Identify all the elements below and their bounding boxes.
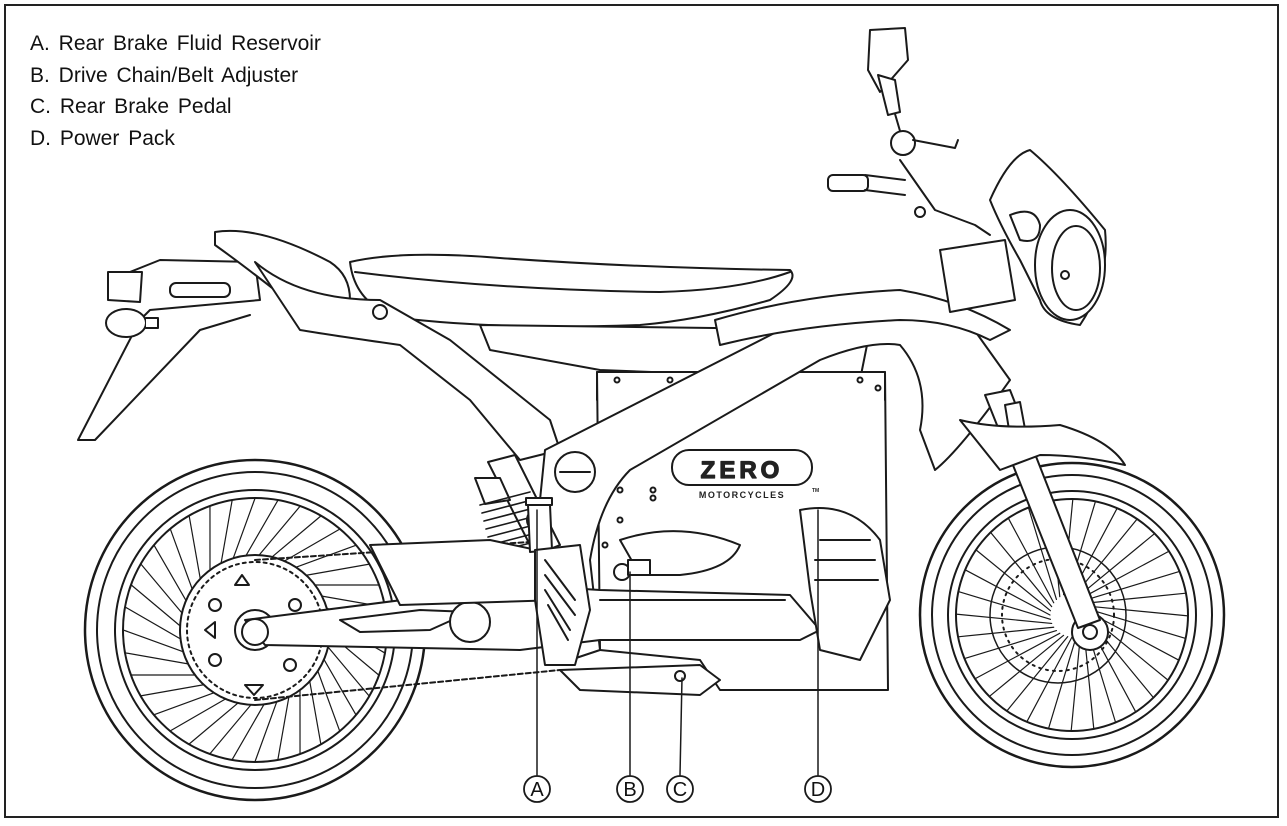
motor-housing (559, 507, 891, 696)
wheel-spoke (169, 528, 195, 596)
wheel-spoke (299, 563, 370, 577)
wheel-spoke (231, 698, 268, 761)
wheel-spoke (1079, 532, 1156, 596)
wheel-spoke (1092, 610, 1187, 640)
wheel-spoke (963, 629, 1058, 660)
wheel-spoke (1083, 550, 1170, 598)
callout-c-label: C (673, 779, 687, 801)
callout-a: A (523, 775, 551, 803)
wheel-spoke (124, 606, 187, 643)
wheel-spoke (315, 664, 341, 732)
wheel-spoke (1006, 635, 1069, 712)
wheel-spoke (153, 544, 190, 607)
wheel-spoke (1086, 570, 1181, 601)
headlight (989, 149, 1107, 326)
wheel-spoke (1091, 605, 1189, 617)
wheel-spoke (140, 683, 211, 697)
wheel-spoke (974, 632, 1061, 680)
wheel-spoke (323, 641, 370, 697)
logo-tm-text: TM (812, 488, 819, 494)
wheel-spoke (124, 652, 195, 666)
wheel-spoke (1026, 636, 1073, 723)
callout-b: B (616, 775, 644, 803)
wheel-spoke (1075, 518, 1138, 595)
wheel-spoke (278, 528, 341, 565)
wheel-spoke (957, 590, 1052, 620)
callout-leaders (536, 509, 819, 776)
wheel-spoke (308, 674, 322, 745)
zero-logo: ZERO MOTORCYCLES TM (671, 449, 819, 500)
wheel-spoke (1027, 506, 1058, 601)
brake-reservoir (525, 497, 591, 666)
logo-brand-text: ZERO (701, 457, 784, 484)
callout-a-label: A (530, 779, 544, 801)
wheel-spoke (169, 695, 232, 732)
logo-sub-text: MOTORCYCLES (699, 490, 785, 500)
wheel-spoke (964, 569, 1051, 616)
wheel-spoke (254, 505, 301, 561)
wheel-spoke (219, 499, 233, 570)
wheel-spoke (289, 544, 357, 570)
wheel-spoke (153, 690, 221, 716)
wheel-spoke (1093, 614, 1180, 661)
callout-d: D (804, 775, 832, 803)
wheel-spoke (209, 699, 256, 755)
wheel-spoke (188, 515, 202, 586)
wheel-spoke (140, 563, 187, 619)
wheel-spoke (188, 698, 244, 745)
legend-item-a: A. Rear Brake Fluid Reservoir (30, 32, 321, 55)
wheel-spoke (1007, 517, 1055, 604)
legend-item-d: D. Power Pack (30, 126, 175, 150)
wheel-spoke (1089, 592, 1187, 604)
wheel-spoke (254, 695, 280, 763)
callout-d-label: D (811, 779, 825, 801)
wheel-spoke (1070, 634, 1082, 732)
wheel-spoke (988, 634, 1065, 698)
wheel-spoke (957, 626, 1055, 638)
callout-b-label: B (623, 779, 636, 801)
wheel-spoke (242, 499, 279, 562)
wheel-spoke (230, 497, 256, 565)
legend-item-c: C. Rear Brake Pedal (30, 95, 232, 118)
wheel-spoke (989, 531, 1053, 608)
callout-c: C (666, 775, 694, 803)
wheel-spoke (130, 584, 186, 631)
wheel-spoke (955, 613, 1053, 625)
front-wheel (918, 461, 1226, 769)
wheel-spoke (320, 653, 357, 716)
handlebars (827, 27, 991, 236)
wheel-spoke (266, 515, 322, 562)
main-frame (539, 289, 1011, 661)
legend-item-b: B. Drive Chain/Belt Adjuster (30, 63, 299, 87)
wheel-spoke (122, 629, 190, 655)
rear-fender (77, 259, 261, 441)
parts-legend: A. Rear Brake Fluid Reservoir B. Drive C… (30, 28, 321, 154)
front-fork (939, 239, 1126, 629)
wheel-spoke (277, 690, 291, 761)
